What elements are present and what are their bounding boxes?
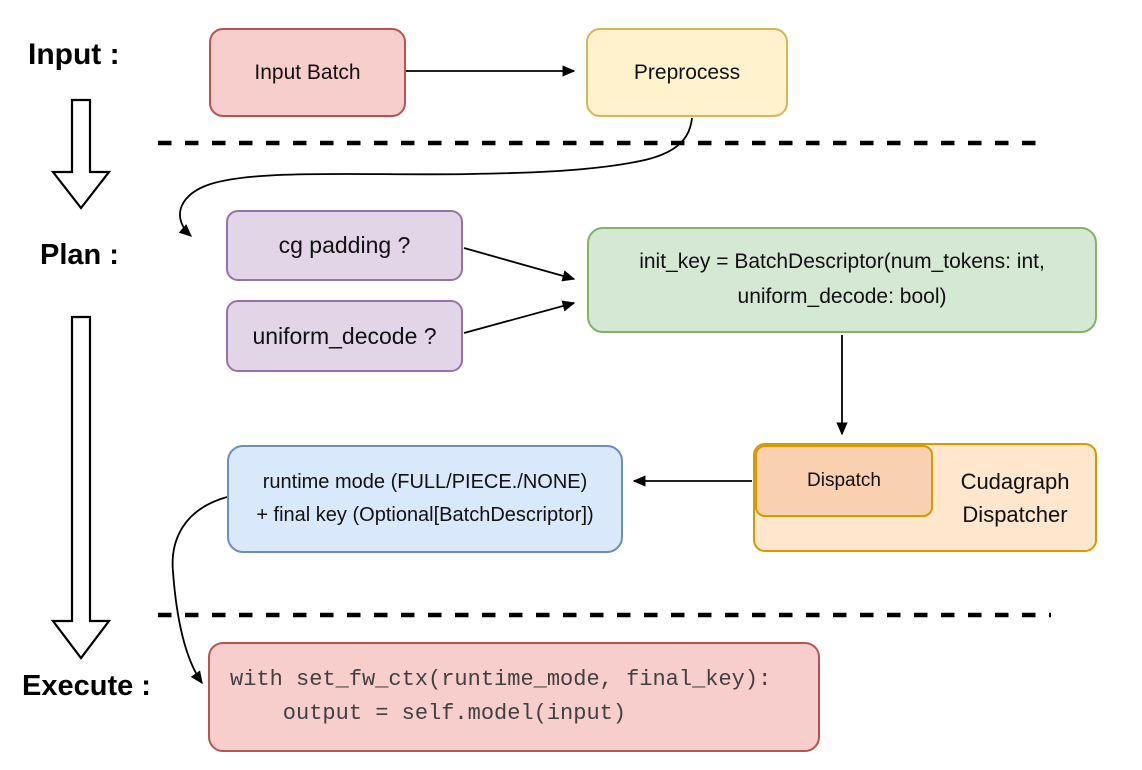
cudagraph-dispatcher-label: Cudagraph Dispatcher (933, 443, 1097, 552)
init-key-line1: init_key = BatchDescriptor(num_tokens: i… (639, 250, 1045, 274)
runtime-mode-line1: runtime mode (FULL/PIECE./NONE) (262, 471, 588, 493)
arrow-uniformdecode-to-initkey (463, 300, 576, 334)
runtime-mode-node: runtime mode (FULL/PIECE./NONE) + final … (227, 445, 623, 553)
cudagraph-dispatcher-line1: Cudagraph (960, 468, 1070, 494)
stage-label-input: Input : (28, 38, 120, 71)
execute-code-line2: output = self.model(input) (230, 701, 627, 726)
input-batch-label: Input Batch (254, 60, 361, 84)
preprocess-node: Preprocess (586, 28, 788, 117)
execute-code-line1: with set_fw_ctx(runtime_mode, final_key)… (230, 666, 772, 692)
stage-label-execute: Execute : (22, 670, 151, 702)
cg-padding-label: cg padding ? (278, 232, 411, 259)
input-batch-node: Input Batch (209, 28, 406, 117)
runtime-mode-line2: + final key (Optional[BatchDescriptor]) (256, 504, 594, 526)
uniform-decode-label: uniform_decode ? (252, 322, 437, 349)
arrow-cgpadding-to-initkey (463, 247, 576, 282)
stage-arrow-input-to-plan (50, 98, 112, 210)
uniform-decode-node: uniform_decode ? (226, 300, 463, 372)
init-key-line2: uniform_decode: bool) (737, 285, 947, 308)
stage-arrow-plan-to-execute (50, 315, 112, 660)
preprocess-label: Preprocess (633, 60, 741, 84)
dispatch-node: Dispatch (755, 445, 933, 517)
init-key-node: init_key = BatchDescriptor(num_tokens: i… (587, 227, 1097, 333)
execute-code-node: with set_fw_ctx(runtime_mode, final_key)… (208, 642, 820, 752)
cg-padding-node: cg padding ? (226, 210, 463, 281)
dispatch-label: Dispatch (807, 469, 881, 491)
cudagraph-dispatcher-line2: Dispatcher (962, 501, 1068, 527)
stage-label-plan: Plan : (40, 239, 119, 271)
